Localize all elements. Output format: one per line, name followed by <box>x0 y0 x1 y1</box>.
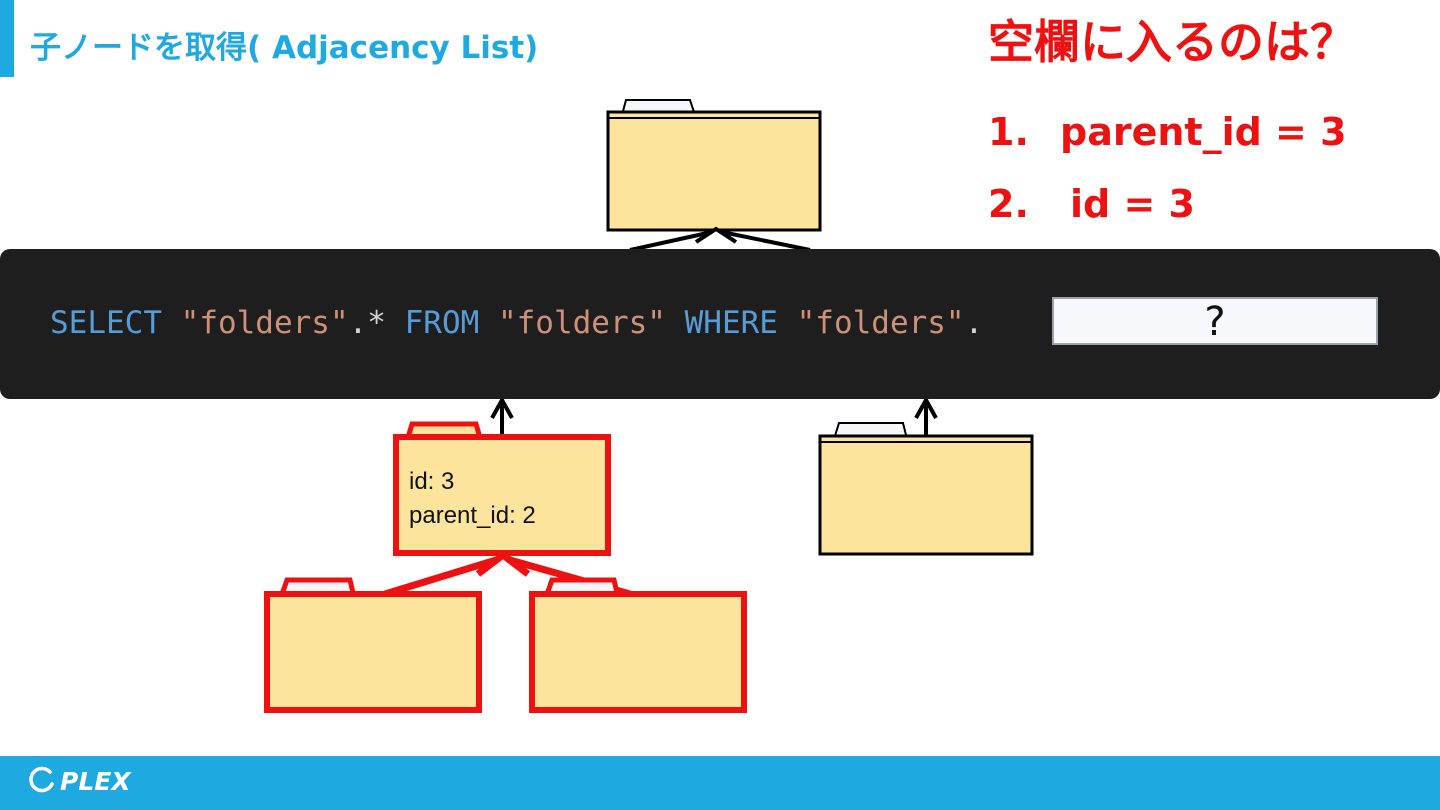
node-parent-label: parent_id: 2 <box>409 502 536 529</box>
sql-space <box>778 305 797 341</box>
plex-logo: PLEX <box>28 766 131 796</box>
sibling-folder <box>818 395 1034 556</box>
logo-text: PLEX <box>60 766 131 796</box>
quiz-option-1: 1. parent_id = 3 <box>988 110 1347 154</box>
sql-query: SELECT "folders".* FROM "folders" WHERE … <box>50 303 983 343</box>
footer-bar: PLEX <box>0 756 1440 810</box>
sql-space <box>666 305 685 341</box>
option-text: parent_id = 3 <box>1060 110 1347 154</box>
node-id-label: id: 3 <box>409 468 455 495</box>
sql-string: "folders" <box>796 305 965 341</box>
sql-string: "folders" <box>497 305 666 341</box>
child-folder-left <box>264 577 482 713</box>
answer-blank: ? <box>1052 297 1378 345</box>
quiz-question: 空欄に入るのは？ <box>988 15 1356 69</box>
quiz-option-2: 2. id = 3 <box>988 182 1195 226</box>
sql-keyword: WHERE <box>684 305 778 341</box>
sql-space <box>479 305 498 341</box>
slide-title: 子ノードを取得( Adjacency List) <box>30 30 539 66</box>
selected-folder <box>393 395 611 556</box>
title-accent-bar <box>0 0 14 77</box>
sql-space <box>162 305 181 341</box>
option-text: id = 3 <box>1070 182 1195 226</box>
option-number: 1. <box>988 110 1029 154</box>
sql-punct: . <box>964 305 984 341</box>
child-folder-right <box>529 577 747 713</box>
option-number: 2. <box>988 182 1029 226</box>
root-folder <box>606 99 822 232</box>
sql-string: "folders" <box>180 305 349 341</box>
root-arrows <box>629 226 811 252</box>
logo-ring-icon <box>29 766 54 793</box>
sql-keyword: FROM <box>404 305 480 341</box>
sql-keyword: SELECT <box>50 305 162 341</box>
sql-punct: .* <box>348 305 405 341</box>
